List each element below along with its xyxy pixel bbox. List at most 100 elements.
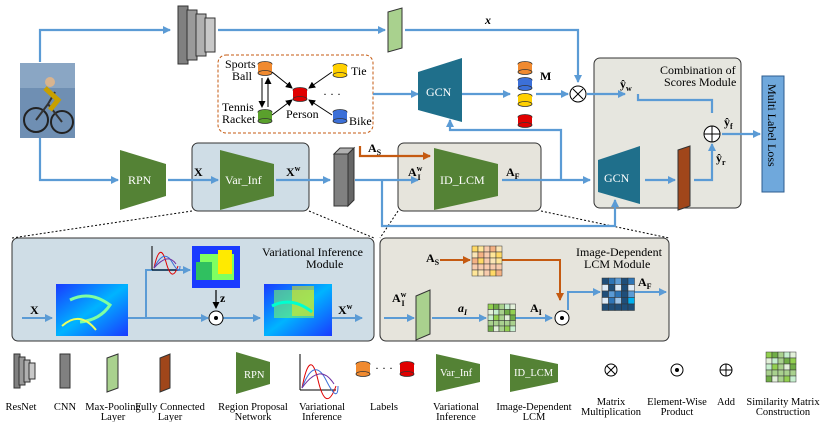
bike-node (332, 109, 348, 124)
legend-resnet-label: ResNet (6, 402, 37, 413)
legend-fc-label-2: Layer (158, 412, 183, 422)
tennis-label-2: Racket (222, 112, 256, 126)
matrix-cell (783, 357, 791, 365)
matrix-cell (495, 245, 503, 253)
matrix-cell (504, 303, 511, 310)
ai-matrix-label: AI (530, 301, 542, 317)
matrix-cell (489, 257, 497, 265)
matrix-cell (498, 309, 505, 316)
legend-fc-label-1: Fully Connected (135, 402, 205, 413)
matrix-cell (621, 290, 629, 298)
max-pooling-block (387, 7, 403, 53)
matrix-cell (771, 363, 779, 371)
vi-module-title-2: Module (306, 257, 343, 271)
multi-label-loss-label: Multi Label Loss (765, 84, 779, 167)
matrix-cell (608, 303, 616, 311)
legend-sim-matrix-icon (765, 351, 797, 383)
matrix-cell (504, 309, 511, 316)
matrix-cell (601, 290, 609, 298)
zoom-line (540, 210, 670, 239)
matrix-cell (504, 314, 511, 321)
graph-dots: · · · (323, 87, 341, 101)
matrix-cell (601, 297, 609, 305)
as-matrix (471, 245, 503, 277)
matrix-cell (487, 309, 494, 316)
matrix-cell (789, 357, 797, 365)
legend-dots: · · · (375, 361, 393, 375)
matrix-cell (489, 263, 497, 271)
rpn-block (120, 150, 166, 210)
lcm-af-label: AF (638, 275, 652, 291)
matrix-cell (601, 284, 609, 292)
matrix-cell (783, 375, 791, 383)
matrix-cell (471, 269, 479, 277)
matrix-cell (498, 303, 505, 310)
matrix-cell (493, 309, 500, 316)
gcn-top-label: GCN (426, 85, 452, 99)
matrix-cell (495, 263, 503, 271)
legend-cnn-icon (59, 353, 71, 389)
matrix-cell (777, 357, 785, 365)
matrix-cell (765, 369, 773, 377)
label-stack: • • (517, 61, 533, 128)
matrix-cell (621, 277, 629, 285)
latent-map (192, 246, 240, 288)
lcm-module-panel (379, 237, 670, 342)
x-label: X (194, 165, 203, 179)
vi-x-label: X (30, 303, 39, 317)
sports-ball-node (257, 61, 273, 76)
tennis-racket-node (257, 109, 273, 124)
matrix-cell (509, 303, 516, 310)
legend-cnn-label: CNN (54, 402, 77, 413)
matrix-cell (765, 357, 773, 365)
matrix-cell (509, 320, 516, 327)
matrix-cell (765, 351, 773, 359)
matrix-cell (487, 314, 494, 321)
legend-idlcm-label-2: LCM (523, 412, 546, 422)
multi-label-loss-block (761, 75, 785, 193)
tennis-label-1: Tennis (222, 100, 254, 114)
matrix-cell (614, 284, 622, 292)
z-label: z (220, 291, 226, 305)
xw-label: Xw (286, 164, 301, 179)
matrix-cell (777, 369, 785, 377)
legend-vi-label-2: Inference (302, 412, 342, 422)
rpn-label: RPN (128, 173, 152, 187)
legend-ewp-icon (670, 363, 684, 377)
zoom-line (308, 210, 375, 239)
x-feature-label: x (484, 13, 491, 27)
legend-add-label: Add (717, 397, 736, 408)
var-inf-block (220, 150, 274, 210)
legend-labels-icon: · · · (355, 361, 415, 377)
legend: · · · ResNet CNN Max-Pooling Layer Fully… (6, 351, 820, 422)
matrix-cell (765, 375, 773, 383)
matrix-cell (493, 303, 500, 310)
matrix-cell (765, 363, 773, 371)
id-lcm-label: ID_LCM (440, 173, 485, 187)
matrix-cell (608, 277, 616, 285)
tie-node (332, 63, 348, 78)
as-arrow (358, 146, 431, 160)
matrix-cell (498, 314, 505, 321)
matrix-cell (608, 290, 616, 298)
element-wise-op-vi (208, 310, 224, 326)
matrix-cell (471, 245, 479, 253)
matrix-cell (627, 297, 635, 305)
legend-ewp-label-1: Element-Wise (647, 397, 707, 408)
distribution-plot-icon (151, 246, 181, 275)
matrix-cell (783, 369, 791, 377)
legend-resnet-icon (13, 353, 36, 389)
zoom-line (11, 210, 193, 239)
legend-maxpool-icon (106, 353, 119, 393)
matrix-cell (771, 357, 779, 365)
feature-map-input (56, 284, 128, 336)
person-node (292, 87, 308, 102)
lcm-module-title-2: LCM Module (584, 257, 650, 271)
legend-fc-icon (159, 353, 171, 393)
legend-varinf-icon-label: Var_Inf (440, 368, 473, 379)
matrix-cell (477, 251, 485, 259)
matrix-cell (498, 325, 505, 332)
sports-label-2: Ball (232, 69, 253, 83)
matrix-cell (789, 351, 797, 359)
